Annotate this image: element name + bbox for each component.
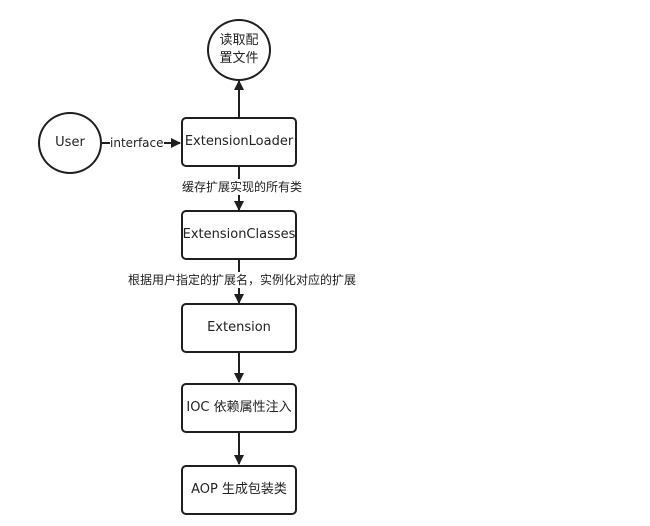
extension-classes-node: ExtensionClasses [181,210,297,260]
extension-loader-label: ExtensionLoader [184,134,294,150]
extension-label: Extension [207,320,271,336]
ioc-label: IOC 依赖属性注入 [186,400,292,416]
extension-node: Extension [181,303,297,353]
user-label: User [55,135,85,151]
edge-label-interface: interface [110,135,164,151]
aop-label: AOP 生成包装类 [191,482,287,498]
read-config-node: 读取配置文件 [207,19,271,81]
extension-classes-label: ExtensionClasses [182,227,296,243]
extension-loader-node: ExtensionLoader [181,117,297,167]
aop-node: AOP 生成包装类 [181,465,297,515]
edge-label-cache: 缓存扩展实现的所有类 [182,179,303,195]
edge-label-instantiate: 根据用户指定的扩展名，实例化对应的扩展 [128,272,357,288]
user-node: User [38,112,102,174]
ioc-node: IOC 依赖属性注入 [181,383,297,433]
read-config-label: 读取配置文件 [219,33,259,66]
